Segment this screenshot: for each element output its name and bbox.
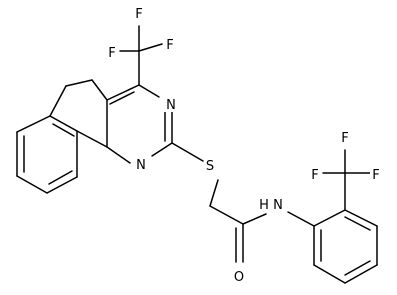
bond-s-ch2 — [209, 179, 219, 207]
fluorine-atom-2: F — [108, 46, 115, 61]
atom-labels: F F F N N S O H N F F F — [106, 5, 383, 285]
fluorine-atom-6: F — [372, 168, 379, 183]
bond-ph-c5-c4 — [344, 264, 378, 284]
bond-c10a-c10b — [76, 130, 108, 148]
bond-n1-c10b — [106, 146, 131, 164]
bond-c4-n3 — [138, 84, 160, 98]
bond-c9-c8 — [16, 175, 48, 194]
bond-c6a-c10a-outer — [49, 115, 78, 132]
amide-hydrogen: H — [259, 198, 269, 213]
oxygen-atom: O — [234, 270, 244, 285]
fluorine-atom-3: F — [166, 38, 173, 53]
fluorine-atom-5: F — [311, 168, 318, 183]
bond-c6a-c10a-inner — [52, 123, 75, 137]
bond-c4-c4a-inner — [109, 91, 135, 105]
bond-ph-c3-c2 — [344, 209, 378, 227]
bond-c5-c6 — [65, 79, 93, 87]
bond-c7-c6a — [16, 115, 51, 133]
bond-co-nh — [242, 213, 267, 225]
fluorine-atom-4: F — [341, 131, 348, 146]
bond-c6-c6a — [49, 85, 67, 117]
sulfur-atom: S — [206, 159, 214, 174]
bond-c4-c4a-outer — [106, 84, 140, 101]
bond-ch2-co — [209, 205, 244, 225]
bond-nh-aryl — [287, 211, 315, 227]
bond-ph-c6-c5 — [313, 264, 346, 284]
bond-ph-c3-c2-inner — [344, 216, 371, 231]
bond-ph-c1-c2 — [313, 209, 346, 227]
bond-c10-c9-inner — [48, 170, 73, 185]
pyrimidine-nitrogen-1: N — [136, 158, 146, 173]
bond-c4a-c5 — [91, 79, 108, 101]
bond-c2-n1 — [151, 142, 173, 157]
bonds — [16, 25, 378, 284]
bond-c10-c9-outer — [46, 176, 78, 194]
pyrimidine-nitrogen-3: N — [166, 98, 176, 113]
amide-nitrogen: N — [273, 198, 283, 213]
fluorine-atom-1: F — [135, 7, 142, 22]
bond-ph-c5-c4-inner — [344, 260, 371, 276]
bond-cf3a-f-right — [138, 43, 163, 52]
bond-c2-s — [171, 142, 204, 162]
